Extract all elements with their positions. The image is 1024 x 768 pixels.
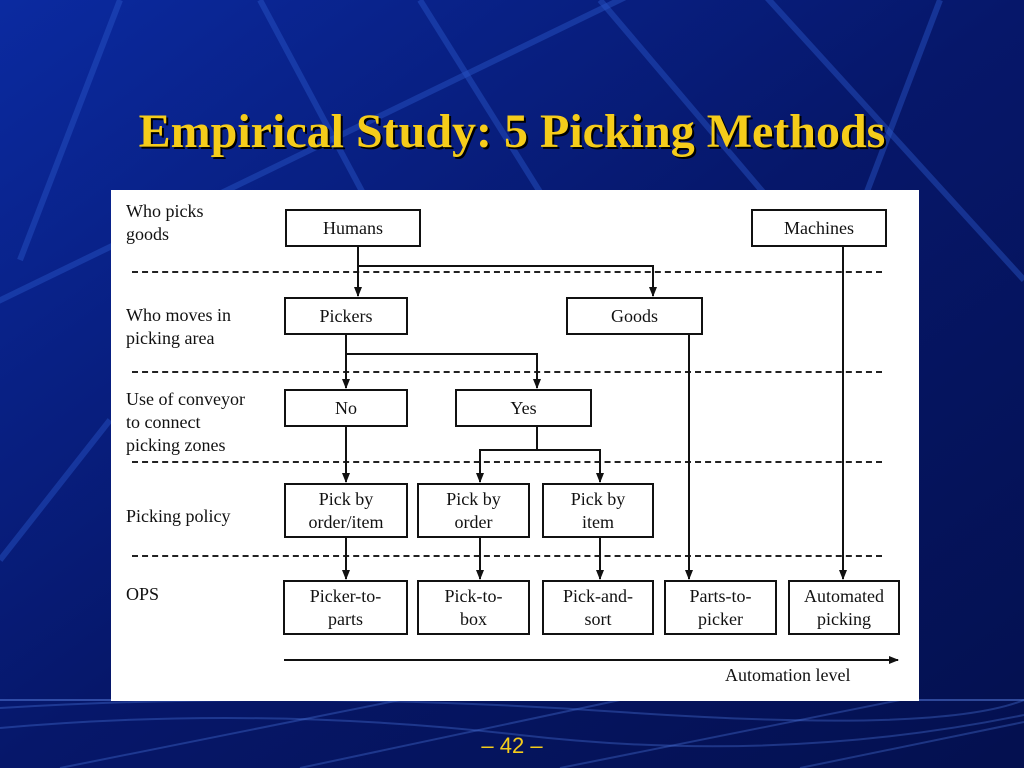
automation-level-label: Automation level — [725, 665, 851, 685]
node-picker-to-parts: Picker-to- parts — [283, 580, 408, 635]
row-separator — [132, 461, 882, 463]
node-pick-by-item: Pick by item — [542, 483, 654, 538]
row-separator — [132, 271, 882, 273]
flow-arrows — [284, 247, 899, 664]
row-separator — [132, 371, 882, 373]
picking-methods-diagram: Who picks goods Who moves in picking are… — [111, 190, 919, 701]
row-label-picking-policy: Picking policy — [126, 506, 231, 526]
node-pickers: Pickers — [284, 297, 408, 335]
node-pick-to-box: Pick-to- box — [417, 580, 530, 635]
slide-title: Empirical Study: 5 Picking Methods — [138, 105, 886, 158]
node-pick-by-order-item: Pick by order/item — [284, 483, 408, 538]
row-label-who-moves: Who moves in picking area — [126, 305, 231, 348]
node-humans: Humans — [285, 209, 421, 247]
row-separator — [132, 555, 882, 557]
node-pick-and-sort: Pick-and- sort — [542, 580, 654, 635]
row-label-ops: OPS — [126, 584, 160, 604]
node-goods: Goods — [566, 297, 703, 335]
node-parts-to-picker: Parts-to- picker — [664, 580, 777, 635]
node-pick-by-order: Pick by order — [417, 483, 530, 538]
node-machines: Machines — [751, 209, 887, 247]
node-yes: Yes — [455, 389, 592, 427]
row-label-conveyor: Use of conveyor to connect picking zones — [126, 389, 245, 455]
page-number: – 42 – — [481, 733, 543, 758]
node-no: No — [284, 389, 408, 427]
node-automated-picking: Automated picking — [788, 580, 900, 635]
row-label-who-picks-goods: Who picks goods — [126, 201, 204, 244]
